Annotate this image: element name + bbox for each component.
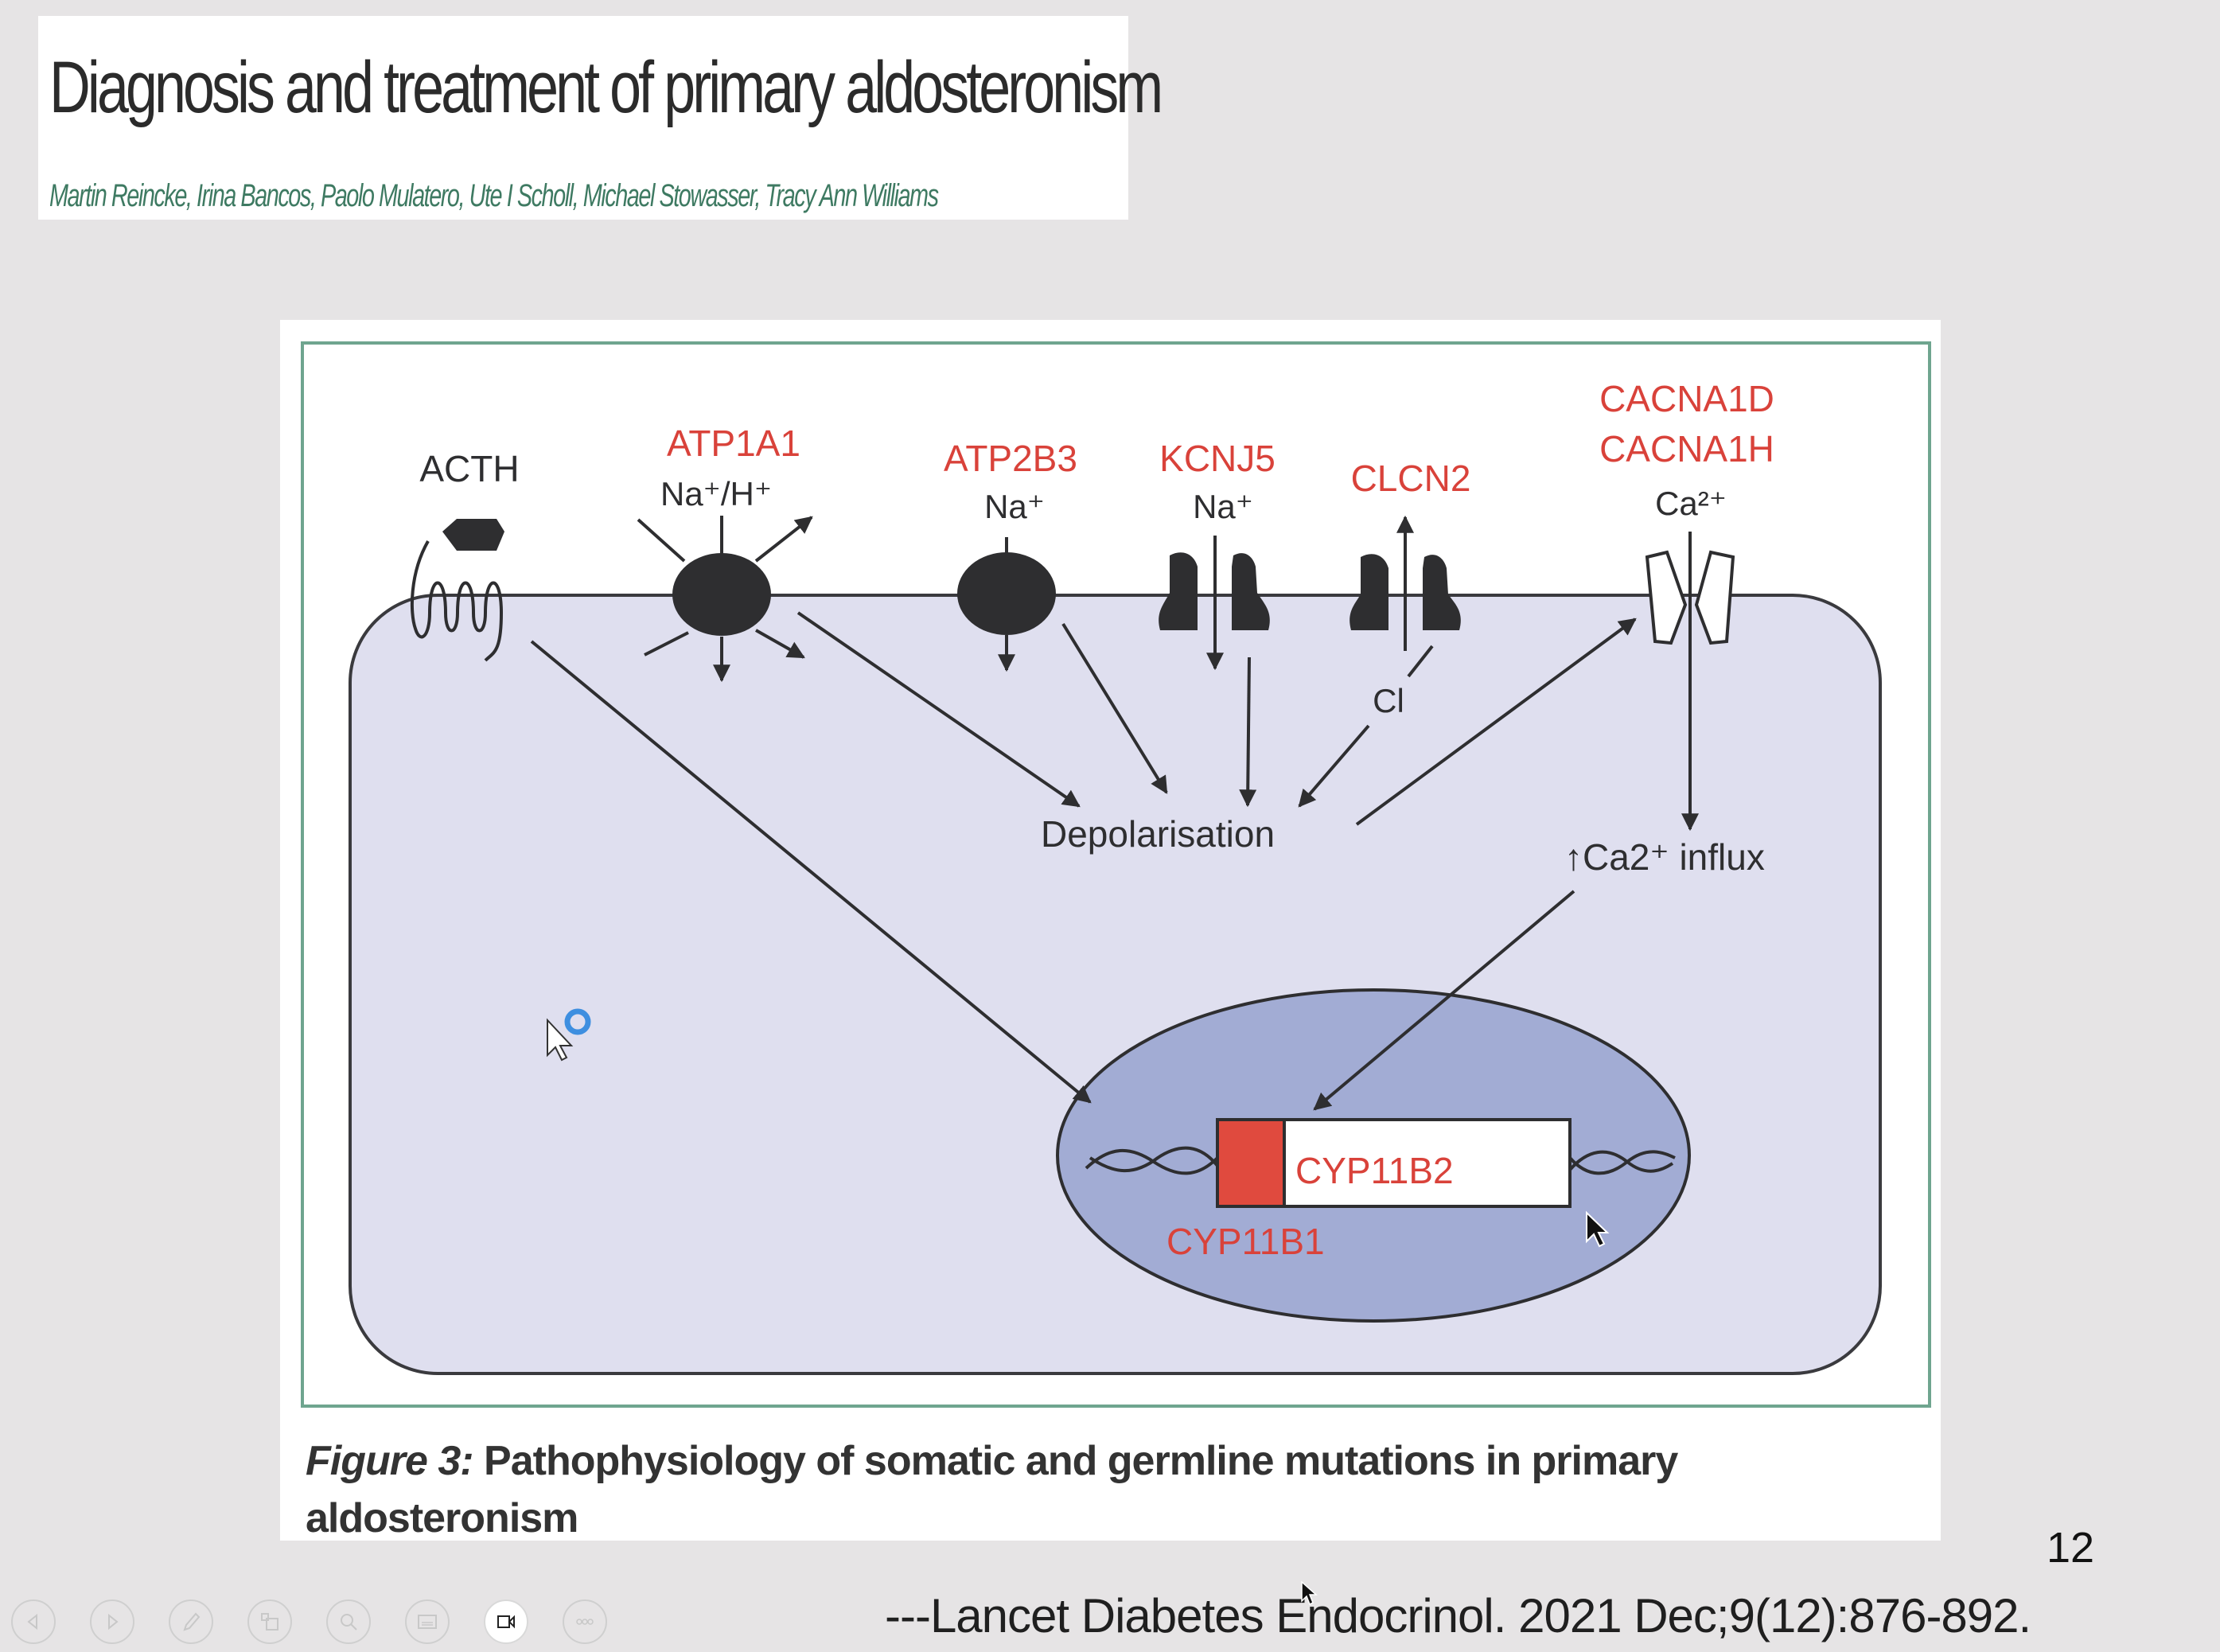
ion-atp1a1: Na⁺/H⁺ (660, 475, 772, 512)
pen-tool-button[interactable] (169, 1599, 213, 1644)
label-depolarisation: Depolarisation (1041, 813, 1275, 855)
camera-button[interactable] (484, 1599, 528, 1644)
video-camera-icon (497, 1615, 515, 1629)
triangle-right-icon (108, 1613, 119, 1631)
more-options-button[interactable] (563, 1599, 607, 1644)
label-cyp11b2: CYP11B2 (1295, 1150, 1454, 1191)
label-acth: ACTH (419, 448, 519, 489)
arrow-cl-to-depol (1298, 724, 1370, 808)
subtitles-icon (418, 1615, 437, 1629)
arrow-atp2b3-to-depol (1061, 622, 1168, 794)
figure-caption: Figure 3: Pathophysiology of somatic and… (306, 1432, 1929, 1547)
gene-atp2b3: ATP2B3 (944, 438, 1077, 479)
acth-receptor (410, 519, 504, 662)
magnifier-icon (341, 1614, 357, 1631)
arrow-ca-to-gene (1313, 890, 1575, 1111)
article-header: Diagnosis and treatment of primary aldos… (38, 16, 1163, 220)
atp2b3-pump (957, 537, 1056, 672)
gene-cacna1h: CACNA1H (1599, 428, 1774, 469)
slide-grid-icon (261, 1613, 278, 1631)
gene-segment-cyp11b1 (1216, 1118, 1286, 1208)
figure-frame (301, 341, 1931, 1408)
acth-hexagon-icon (442, 519, 504, 551)
arrow-kcnj5-to-depol (1239, 657, 1257, 808)
article-authors: Martin Reincke, Irina Bancos, Paolo Mula… (49, 178, 939, 213)
more-dots-icon (576, 1619, 594, 1625)
article-title: Diagnosis and treatment of primary aldos… (49, 47, 1163, 128)
gene-clcn2: CLCN2 (1351, 458, 1471, 499)
label-cyp11b1: CYP11B1 (1166, 1221, 1325, 1262)
zoom-button[interactable] (326, 1599, 371, 1644)
ion-clcn2: Cl (1373, 682, 1404, 719)
caption-prefix: Figure 3: (306, 1438, 474, 1484)
triangle-left-icon (27, 1613, 37, 1631)
signal-arrows (530, 611, 1637, 1111)
arrow-atp1a1-to-depol (796, 611, 1081, 808)
ion-cacna1: Ca²⁺ (1655, 485, 1727, 522)
citation-text: ---Lancet Diabetes Endocrinol. 2021 Dec;… (885, 1589, 2031, 1642)
caption-text: Pathophysiology of somatic and germline … (306, 1438, 1678, 1541)
gene-cacna1d: CACNA1D (1599, 378, 1774, 419)
label-calcium-influx: ↑Ca2⁺ influx (1564, 836, 1765, 878)
slide-page-number: 12 (2047, 1524, 2095, 1572)
dna-strand-right (1568, 1150, 1676, 1175)
clcn2-channel (1350, 515, 1461, 678)
cell-membrane (349, 594, 1882, 1375)
small-arrow-cursor-icon (1301, 1580, 1318, 1606)
arrow-depol-to-cacna1 (1355, 618, 1637, 826)
dna-strand-left (1085, 1146, 1219, 1175)
ion-kcnj5: Na⁺ (1193, 488, 1253, 525)
subtitles-button[interactable] (405, 1599, 450, 1644)
cacna1-channel (1645, 532, 1735, 832)
arrow-acth-to-nucleus (530, 640, 1092, 1104)
atp1a1-pump (637, 516, 813, 683)
kcnj5-channel (1159, 536, 1270, 671)
previous-slide-button[interactable] (11, 1599, 56, 1644)
gene-kcnj5: KCNJ5 (1159, 438, 1276, 479)
gene-atp1a1: ATP1A1 (667, 423, 800, 464)
next-slide-button[interactable] (90, 1599, 134, 1644)
slideshow-toolbar (11, 1599, 607, 1644)
ion-atp2b3: Na⁺ (984, 488, 1045, 525)
slides-overview-button[interactable] (247, 1599, 292, 1644)
pen-icon (183, 1612, 201, 1631)
arrow-cursor-icon (1586, 1210, 1610, 1248)
busy-cursor-icon (547, 1008, 591, 1062)
